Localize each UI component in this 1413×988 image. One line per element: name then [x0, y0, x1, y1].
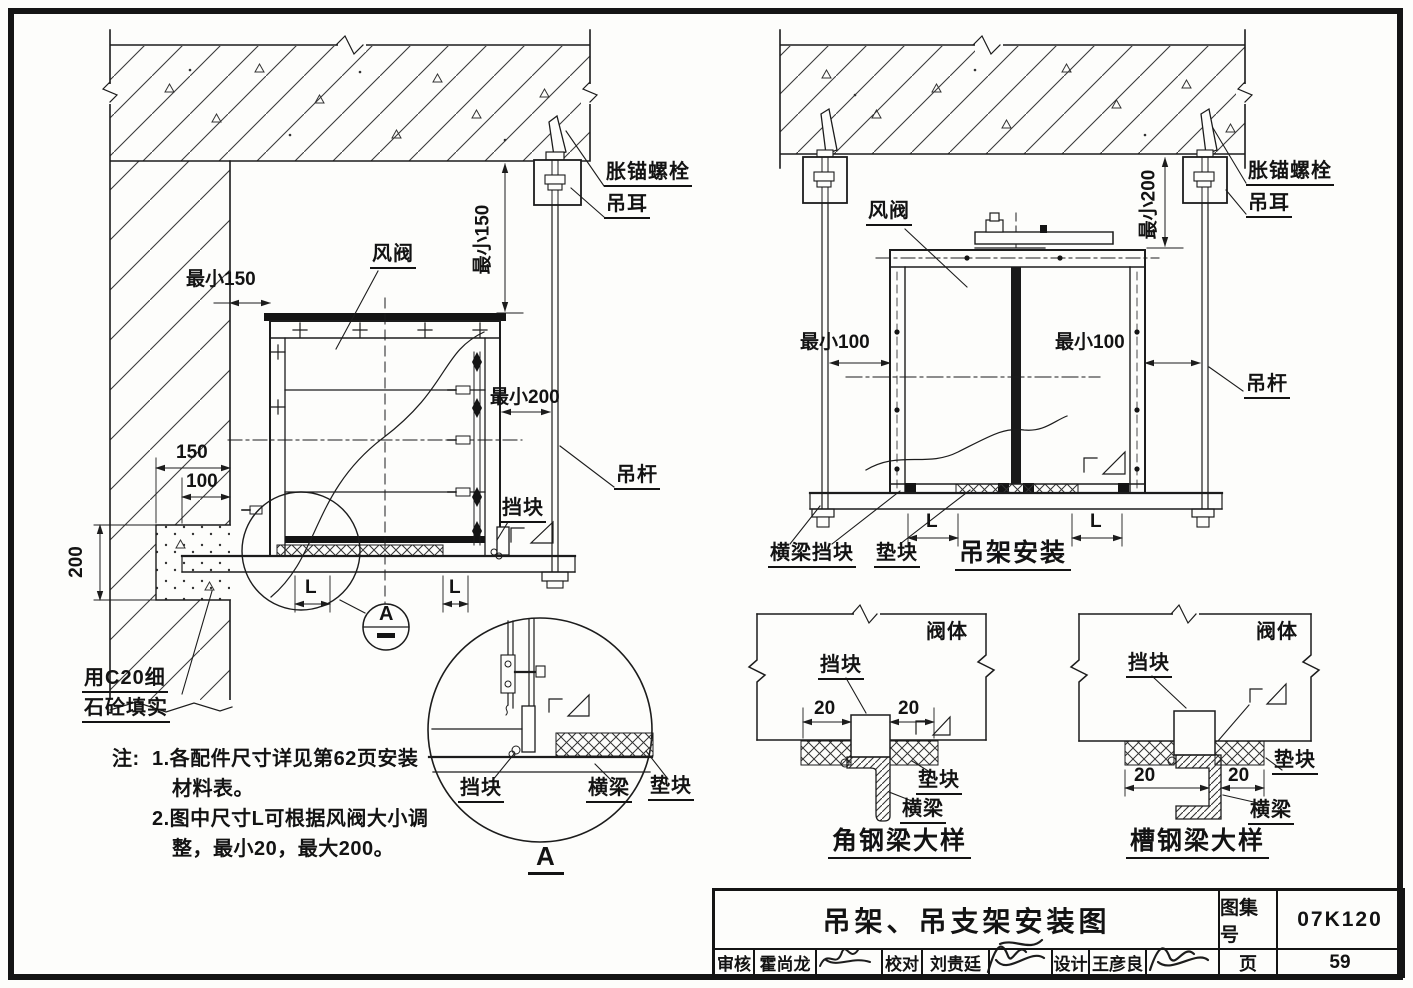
dim-L1: L: [305, 577, 317, 598]
title-block-page-label: 页: [1218, 948, 1276, 975]
right-pad-label: 垫块: [874, 543, 920, 568]
right-rod-label: 吊杆: [1244, 374, 1290, 399]
channel-dim-20-right: 20: [1228, 765, 1250, 786]
title-block-checker-signature: [988, 948, 1051, 975]
title-block-review-label: 审核: [715, 948, 753, 975]
dim-min150-vertical: 最小150: [472, 204, 494, 275]
title-block-reviewer-signature: [815, 948, 881, 975]
angle-pad-label: 垫块: [916, 770, 962, 795]
c20-fill-label-line2: 石砼填实: [82, 698, 170, 723]
notes-line3: 2.图中尺寸L可根据风阀大小调: [152, 808, 429, 830]
notes-line1: 1.各配件尺寸详见第62页安装: [152, 748, 419, 770]
angle-dim-20-right: 20: [898, 698, 920, 719]
detail-a-beam-label: 横梁: [586, 778, 632, 803]
title-block-design-label: 设计: [1051, 948, 1088, 975]
angle-dim-20-left: 20: [814, 698, 836, 719]
title-block-reviewer-name: 霍尚龙: [753, 948, 815, 975]
left-section-view: [93, 29, 615, 718]
angle-beam-detail: [747, 603, 996, 822]
signature-scribbles: [819, 938, 1210, 974]
channel-pad-label: 垫块: [1272, 750, 1318, 775]
stop-block-label: 挡块: [500, 498, 546, 523]
right-dim-min100-left: 最小100: [800, 332, 870, 353]
anchor-bolt-label: 胀锚螺栓: [604, 162, 692, 187]
dim-L2: L: [449, 577, 461, 598]
lug-label: 吊耳: [604, 194, 650, 219]
detail-a-pad-label: 垫块: [648, 776, 694, 801]
angle-beam-label: 横梁: [900, 799, 946, 824]
notes-line4: 整，最小20，最大200。: [172, 838, 395, 860]
angle-detail-title: 角钢梁大样: [828, 828, 972, 860]
dim-100: 100: [186, 471, 218, 492]
title-block-designer-name: 王彦良: [1088, 948, 1145, 975]
dim-150: 150: [176, 442, 208, 463]
right-dim-min100-right: 最小100: [1055, 332, 1125, 353]
right-dim-L2: L: [1090, 511, 1102, 532]
detail-callout-letter: A: [379, 603, 395, 625]
notes-line2: 材料表。: [172, 778, 254, 800]
angle-valve-body-label: 阀体: [926, 621, 968, 643]
title-block-atlas-number: 07K120: [1276, 891, 1402, 948]
title-block: 吊架、吊支架安装图 图集号 07K120 审核 霍尚龙 校对 刘贵廷 设计 王彦…: [712, 888, 1405, 978]
right-lug-label: 吊耳: [1246, 193, 1292, 218]
dim-min200: 最小200: [490, 387, 560, 408]
channel-dim-20-left: 20: [1134, 765, 1156, 786]
channel-valve-body-label: 阀体: [1256, 621, 1298, 643]
right-beam-label: 横梁: [768, 543, 814, 568]
channel-detail-title: 槽钢梁大样: [1126, 828, 1270, 860]
channel-beam-detail: [1069, 603, 1321, 820]
detail-a-title: A: [528, 842, 564, 876]
right-front-view: [779, 29, 1254, 547]
detail-a-view: [427, 617, 669, 843]
title-block-checker-name: 刘贵廷: [921, 948, 988, 975]
title-block-atlas-label: 图集号: [1218, 891, 1276, 948]
right-damper-label: 风阀: [866, 201, 912, 226]
damper-label: 风阀: [370, 244, 416, 269]
channel-stop-label: 挡块: [1126, 653, 1172, 678]
dim-min150-horizontal: 最小150: [186, 269, 256, 290]
notes-prefix: 注:: [112, 748, 140, 770]
sheet-border: [8, 8, 1403, 980]
channel-beam-label: 横梁: [1248, 800, 1294, 825]
rod-label: 吊杆: [614, 465, 660, 490]
right-view-title: 吊架安装: [955, 540, 1072, 572]
right-stop-label: 挡块: [810, 543, 856, 568]
title-block-check-label: 校对: [881, 948, 921, 975]
right-dim-min200: 最小200: [1138, 169, 1160, 240]
right-anchor-bolt-label: 胀锚螺栓: [1246, 161, 1334, 186]
right-dim-L1: L: [926, 511, 938, 532]
dim-200: 200: [66, 546, 87, 578]
c20-fill-label-line1: 用C20细: [82, 668, 168, 693]
title-block-designer-signature: [1145, 948, 1218, 975]
angle-stop-label: 挡块: [818, 655, 864, 680]
title-block-page-number: 59: [1276, 948, 1402, 975]
detail-a-stop-label: 挡块: [458, 778, 504, 803]
title-block-drawing-title: 吊架、吊支架安装图: [822, 905, 1111, 937]
